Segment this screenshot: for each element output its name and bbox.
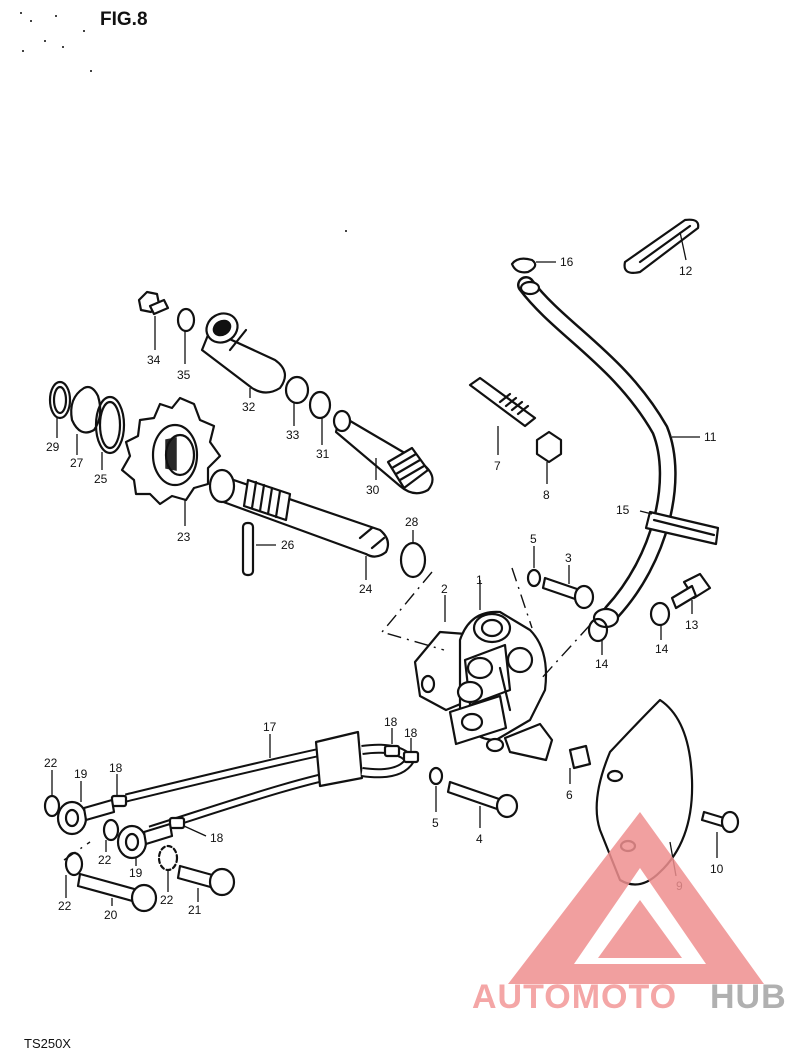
model-label: TS250X (24, 1036, 71, 1051)
part-4-bolt (446, 780, 519, 828)
part-16-clip (510, 257, 537, 274)
callout-5-lower: 5 (432, 816, 439, 830)
part-8-nut (535, 430, 563, 484)
callout-19-a: 19 (74, 767, 88, 781)
callout-8: 8 (543, 488, 550, 502)
callout-6: 6 (566, 788, 573, 802)
callout-18-b: 18 (404, 726, 418, 740)
callout-2: 2 (441, 582, 448, 596)
part-32-shaft (200, 312, 287, 398)
callout-19-b: 19 (129, 866, 143, 880)
part-34-bolt (137, 290, 170, 350)
part-14-washer-b (649, 601, 671, 627)
part-15-clamp (639, 510, 720, 546)
callout-22-c: 22 (58, 899, 72, 913)
part-22-washer-d (157, 844, 179, 872)
callout-18-d: 18 (210, 831, 224, 845)
callout-28: 28 (405, 515, 419, 529)
part-24-kick-shaft (208, 468, 390, 580)
callout-35: 35 (177, 368, 191, 382)
part-30-gear-shaft (332, 409, 434, 495)
callout-22-a: 22 (44, 756, 58, 770)
callout-1: 1 (476, 573, 483, 587)
watermark-inner-triangle-icon (598, 900, 682, 958)
callout-25: 25 (94, 472, 108, 486)
callout-15: 15 (616, 503, 630, 517)
callout-24: 24 (359, 582, 373, 596)
assembly-line-banjo (539, 624, 591, 681)
figure-title: FIG.8 (100, 9, 148, 30)
callout-10: 10 (710, 862, 724, 876)
part-23-sprocket (120, 396, 222, 526)
part-20-bolt (76, 872, 158, 913)
part-22-washer-a (43, 794, 61, 818)
assembly-line-gasket (380, 571, 445, 651)
callout-31: 31 (316, 447, 330, 461)
part-7-bolt (468, 376, 537, 455)
callout-7: 7 (494, 459, 501, 473)
callout-30: 30 (366, 483, 380, 497)
callout-12: 12 (679, 264, 693, 278)
scan-noise (20, 12, 347, 232)
part-25-ring (94, 395, 126, 455)
part-21-bolt (176, 864, 236, 902)
callout-20: 20 (104, 908, 118, 922)
part-19-banjo-a (56, 781, 116, 836)
part-27-circlip (70, 385, 102, 434)
callout-14-a: 14 (595, 657, 609, 671)
part-19-banjo-b (116, 822, 174, 866)
part-5-washer-lower (428, 766, 444, 786)
part-11-oil-hose (517, 276, 700, 621)
watermark-text-hub: HUB (710, 978, 787, 1016)
part-33-o-ring (284, 375, 310, 405)
callout-13: 13 (685, 618, 699, 632)
part-10-bolt (700, 810, 740, 858)
part-3-screw (541, 565, 595, 610)
part-6-plug (568, 744, 592, 784)
callout-22-b: 22 (98, 853, 112, 867)
callout-22-d: 22 (160, 893, 174, 907)
callout-27: 27 (70, 456, 84, 470)
callout-34: 34 (147, 353, 161, 367)
part-29-ring-inner (52, 385, 68, 415)
callout-23: 23 (177, 530, 191, 544)
watermark-text-automoto: AUTOMOTO (472, 978, 677, 1016)
part-29-ring (48, 380, 72, 420)
callout-18-c: 18 (109, 761, 123, 775)
callout-21: 21 (188, 903, 202, 917)
part-14-washer-a (587, 617, 609, 643)
part-17-oil-lines (124, 730, 415, 835)
part-28-washer (399, 541, 427, 579)
callout-18-a: 18 (384, 715, 398, 729)
callout-17: 17 (263, 720, 277, 734)
part-12-bracket (623, 218, 700, 274)
callout-32: 32 (242, 400, 256, 414)
callout-26: 26 (281, 538, 295, 552)
callout-33: 33 (286, 428, 300, 442)
part-35-washer (176, 307, 196, 333)
callout-3: 3 (565, 551, 572, 565)
callout-14-b: 14 (655, 642, 669, 656)
watermark-logo (508, 812, 764, 984)
part-22-washer-b (102, 818, 120, 842)
assembly-line-lower (63, 841, 91, 861)
part-5-washer-upper (526, 568, 542, 588)
callout-16: 16 (560, 255, 574, 269)
part-26-pin (241, 521, 276, 577)
callout-29: 29 (46, 440, 60, 454)
part-1-oil-pump (448, 580, 554, 762)
callout-11: 11 (704, 430, 717, 444)
part-13-bolt (670, 572, 712, 614)
part-18-joints (110, 728, 420, 837)
watermark-triangle-icon (508, 812, 764, 984)
callout-5-upper: 5 (530, 532, 537, 546)
part-25-ring-inner (98, 400, 122, 450)
callout-4: 4 (476, 832, 483, 846)
assembly-line-screw (511, 567, 533, 629)
part-31-washer (308, 390, 332, 420)
